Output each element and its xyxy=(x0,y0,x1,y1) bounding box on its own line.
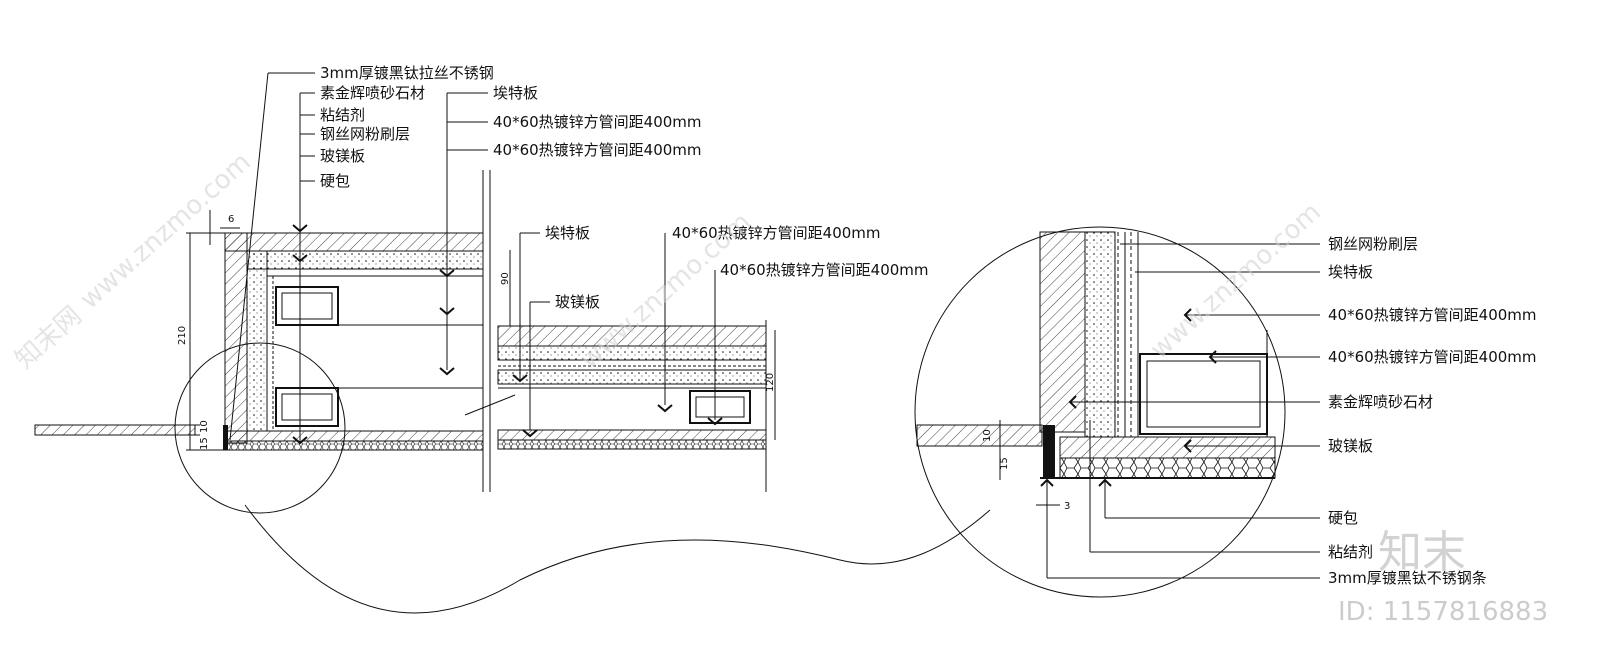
label-eternit-board: 埃特板 xyxy=(493,84,538,102)
label-mgo-board-2: 玻镁板 xyxy=(555,293,600,311)
detail-circle-left xyxy=(174,342,346,514)
dimensions: 6 210 15 10 90 120 10 15 3 xyxy=(177,214,1070,512)
break-lines xyxy=(464,170,516,492)
label-r-adhesive: 粘结剂 xyxy=(1328,543,1373,561)
label-r-stone: 素金辉喷砂石材 xyxy=(1328,393,1433,411)
dim-6: 6 xyxy=(228,214,234,225)
left-section xyxy=(34,210,484,514)
connector-curve xyxy=(244,504,991,614)
label-r-steel-tube-2: 40*60热镀锌方管间距400mm xyxy=(1328,348,1537,366)
dim-r10: 10 xyxy=(982,429,993,442)
label-upholstery: 硬包 xyxy=(320,172,350,190)
label-adhesive: 粘结剂 xyxy=(320,106,365,124)
label-steel-strip: 3mm厚镀黑钛拉丝不锈钢 xyxy=(320,64,494,82)
label-r-mgo-board: 玻镁板 xyxy=(1328,437,1373,455)
dim-10: 10 xyxy=(199,420,210,433)
right-detail xyxy=(914,226,1286,598)
label-r-steel-tube-1: 40*60热镀锌方管间距400mm xyxy=(1328,306,1537,324)
dim-15: 15 xyxy=(199,437,210,450)
label-r-steel-strip: 3mm厚镀黑钛不锈钢条 xyxy=(1328,569,1487,587)
label-mgo-board: 玻镁板 xyxy=(320,147,365,165)
dim-90: 90 xyxy=(500,272,511,285)
labels-middle: 埃特板 40*60热镀锌方管间距400mm 40*60热镀锌方管间距400mm … xyxy=(493,84,929,311)
watermark-site-3: www.znzmo.com xyxy=(1145,197,1327,365)
label-steel-tube-4: 40*60热镀锌方管间距400mm xyxy=(720,261,929,279)
label-stone: 素金辉喷砂石材 xyxy=(320,84,425,102)
labels-right: 钢丝网粉刷层 埃特板 40*60热镀锌方管间距400mm 40*60热镀锌方管间… xyxy=(1328,235,1537,587)
label-steel-tube-3: 40*60热镀锌方管间距400mm xyxy=(672,224,881,242)
dim-r15: 15 xyxy=(999,457,1010,470)
middle-section xyxy=(497,250,776,492)
leaders-right xyxy=(1046,243,1320,579)
detail-circle-right xyxy=(914,226,1286,598)
leaders-left xyxy=(229,72,716,441)
label-r-mesh-plaster: 钢丝网粉刷层 xyxy=(1328,235,1418,253)
watermark-brand-1: 知末网 xyxy=(10,301,88,375)
label-mesh-plaster: 钢丝网粉刷层 xyxy=(320,125,410,143)
label-r-upholstery: 硬包 xyxy=(1328,509,1358,527)
labels-left: 3mm厚镀黑钛拉丝不锈钢 素金辉喷砂石材 粘结剂 钢丝网粉刷层 玻镁板 硬包 xyxy=(320,64,494,190)
leader-arrows xyxy=(292,224,1217,487)
label-r-eternit-board: 埃特板 xyxy=(1328,263,1373,281)
watermark-logo: 知末 xyxy=(1378,527,1466,578)
label-steel-tube-2: 40*60热镀锌方管间距400mm xyxy=(493,141,702,159)
watermark-id: ID: 1157816883 xyxy=(1338,597,1548,627)
dim-r3: 3 xyxy=(1064,501,1070,512)
dim-210: 210 xyxy=(177,326,188,345)
dim-120: 120 xyxy=(765,373,776,392)
label-steel-tube-1: 40*60热镀锌方管间距400mm xyxy=(493,113,702,131)
label-eternit-board-2: 埃特板 xyxy=(545,224,590,242)
